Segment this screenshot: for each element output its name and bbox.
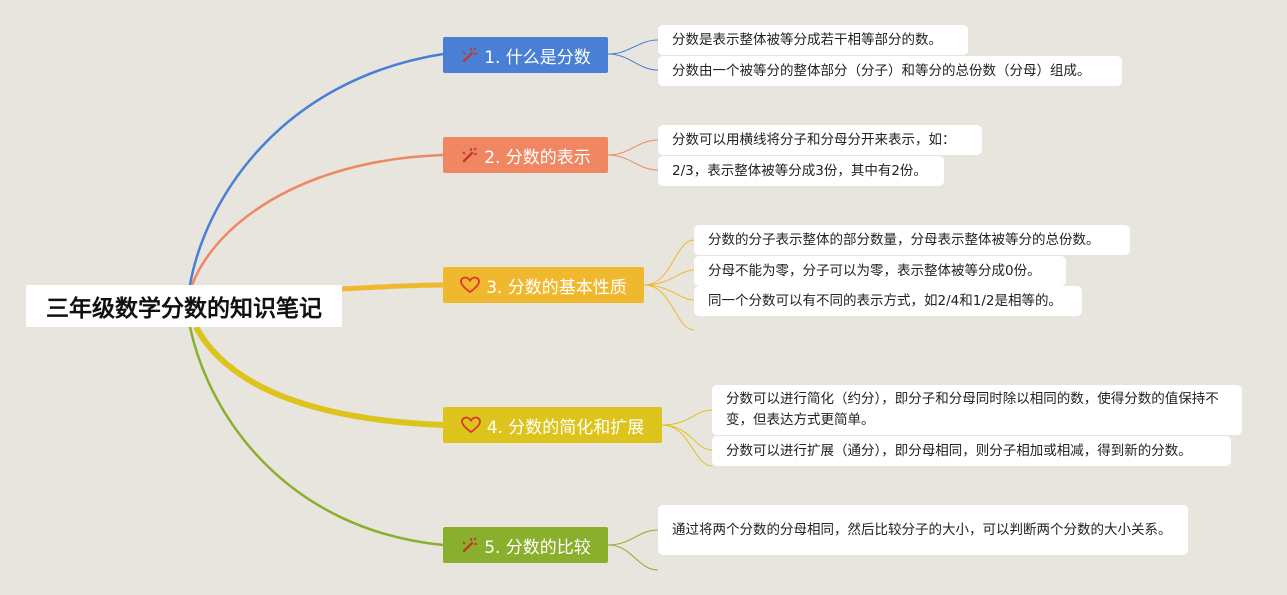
note-text: 分母不能为零，分子可以为零，表示整体被等分成0份。 — [708, 262, 1041, 279]
note-4-2[interactable]: 分数可以进行扩展（通分），即分母相同，则分子相加或相减，得到新的分数。 — [712, 436, 1231, 466]
note-5-1[interactable]: 通过将两个分数的分母相同，然后比较分子的大小，可以判断两个分数的大小关系。 — [658, 505, 1188, 555]
note-3-3[interactable]: 同一个分数可以有不同的表示方式，如2/4和1/2是相等的。 — [694, 286, 1082, 316]
branch-5-topic[interactable]: 5. 分数的比较 — [443, 527, 608, 563]
branch-2-label: 2. 分数的表示 — [484, 147, 591, 168]
connector-branch-2-note-1 — [607, 139, 659, 156]
branch-1-topic[interactable]: 1. 什么是分数 — [443, 37, 608, 73]
note-text: 2/3，表示整体被等分成3份，其中有2份。 — [672, 162, 927, 179]
connector-branch-4-note-2 — [661, 424, 713, 451]
connector-branch-1-note-1 — [607, 39, 659, 55]
note-3-2[interactable]: 分母不能为零，分子可以为零，表示整体被等分成0份。 — [694, 256, 1066, 286]
sparkle-wand-icon — [460, 46, 478, 64]
connector-branch-3-note-1 — [643, 239, 695, 286]
connector-branch-4-note-2-tail — [661, 424, 713, 467]
branch-3-label: 3. 分数的基本性质 — [486, 277, 627, 298]
heart-icon — [460, 276, 481, 294]
connector-root-branch-4 — [193, 325, 444, 428]
branch-3-topic[interactable]: 3. 分数的基本性质 — [443, 267, 644, 303]
connector-branch-3-note-3 — [643, 284, 695, 301]
root-topic[interactable]: 三年级数学分数的知识笔记 — [26, 285, 342, 327]
connector-root-branch-1 — [188, 52, 444, 286]
note-2-2[interactable]: 2/3，表示整体被等分成3份，其中有2份。 — [658, 156, 944, 186]
note-text: 分数的分子表示整体的部分数量，分母表示整体被等分的总份数。 — [708, 231, 1100, 248]
note-text: 通过将两个分数的分母相同，然后比较分子的大小，可以判断两个分数的大小关系。 — [672, 521, 1172, 538]
note-text: 同一个分数可以有不同的表示方式，如2/4和1/2是相等的。 — [708, 292, 1062, 309]
note-4-1[interactable]: 分数可以进行简化（约分），即分子和分母同时除以相同的数，使得分数的值保持不变，但… — [712, 385, 1242, 435]
connector-branch-2-note-2 — [607, 154, 659, 171]
heart-icon — [460, 416, 481, 434]
connector-branch-5-note-1 — [607, 529, 659, 546]
note-1-1[interactable]: 分数是表示整体被等分成若干相等部分的数。 — [658, 25, 968, 55]
connector-branch-3-note-2 — [643, 269, 695, 286]
note-text: 分数可以进行扩展（通分），即分母相同，则分子相加或相减，得到新的分数。 — [726, 442, 1192, 459]
note-text: 分数可以用横线将分子和分母分开来表示，如： — [672, 131, 956, 148]
note-text: 分数可以进行简化（约分），即分子和分母同时除以相同的数，使得分数的值保持不变，但… — [726, 391, 1219, 428]
sparkle-wand-icon — [460, 146, 478, 164]
branch-1-label: 1. 什么是分数 — [484, 47, 591, 68]
note-3-1[interactable]: 分数的分子表示整体的部分数量，分母表示整体被等分的总份数。 — [694, 225, 1130, 255]
branch-4-label: 4. 分数的简化和扩展 — [486, 417, 645, 438]
note-text: 分数由一个被等分的整体部分（分子）和等分的总份数（分母）组成。 — [672, 62, 1091, 79]
branch-5-label: 5. 分数的比较 — [484, 537, 591, 558]
branch-2-topic[interactable]: 2. 分数的表示 — [443, 137, 608, 173]
branch-4-topic[interactable]: 4. 分数的简化和扩展 — [443, 407, 662, 443]
note-2-1[interactable]: 分数可以用横线将分子和分母分开来表示，如： — [658, 125, 982, 155]
connector-root-branch-2 — [190, 153, 444, 286]
connector-branch-3-note-3-tail — [643, 284, 695, 331]
note-text: 分数是表示整体被等分成若干相等部分的数。 — [672, 31, 942, 48]
connector-root-branch-5 — [188, 326, 444, 547]
connector-branch-1-note-2 — [607, 53, 659, 71]
sparkle-wand-icon — [460, 536, 478, 554]
connector-branch-4-note-1 — [661, 409, 713, 426]
note-1-2[interactable]: 分数由一个被等分的整体部分（分子）和等分的总份数（分母）组成。 — [658, 56, 1122, 86]
connector-branch-5-note-1-tail — [607, 544, 659, 571]
connector-root-branch-3 — [341, 282, 444, 292]
